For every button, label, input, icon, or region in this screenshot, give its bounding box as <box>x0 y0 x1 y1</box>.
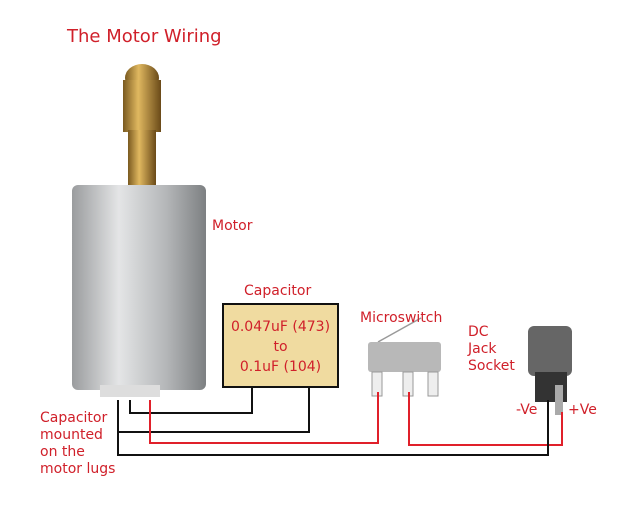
motor-image <box>72 64 206 397</box>
wires <box>117 388 563 456</box>
motor-label: Motor <box>212 218 253 234</box>
capacitor-value-3: 0.1uF (104) <box>239 359 322 375</box>
dc-jack-line-2: Jack <box>468 341 497 357</box>
capacitor-mounted-label: Capacitor mounted on the motor lugs <box>40 410 115 478</box>
dc-jack-image <box>528 326 572 415</box>
cap-mounted-line-1: Capacitor <box>40 410 108 426</box>
dc-jack-line-1: DC <box>468 324 489 340</box>
cap-mounted-line-2: mounted <box>40 427 103 443</box>
capacitor-label: Capacitor <box>244 283 312 299</box>
positive-label: +Ve <box>568 402 597 418</box>
capacitor-value-1: 0.047uF (473) <box>230 319 331 335</box>
cap-mounted-line-3: on the <box>40 444 85 460</box>
capacitor-value-2: to <box>273 339 288 355</box>
capacitor-box: 0.047uF (473) to 0.1uF (104) <box>222 303 339 388</box>
dc-jack-line-3: Socket <box>468 358 515 374</box>
microswitch-label: Microswitch <box>360 310 443 326</box>
black-wire-cap-left <box>129 388 253 414</box>
microswitch-image <box>368 317 441 397</box>
negative-label: -Ve <box>516 402 538 418</box>
diagram-title: The Motor Wiring <box>67 26 222 47</box>
red-wire-switch-jack <box>408 392 563 446</box>
black-wire-motor-jack <box>117 400 549 456</box>
dc-jack-label: DC Jack Socket <box>468 324 515 375</box>
black-wire-cap-right <box>117 388 310 433</box>
cap-mounted-line-4: motor lugs <box>40 461 116 477</box>
red-wire-motor-switch <box>149 392 379 444</box>
